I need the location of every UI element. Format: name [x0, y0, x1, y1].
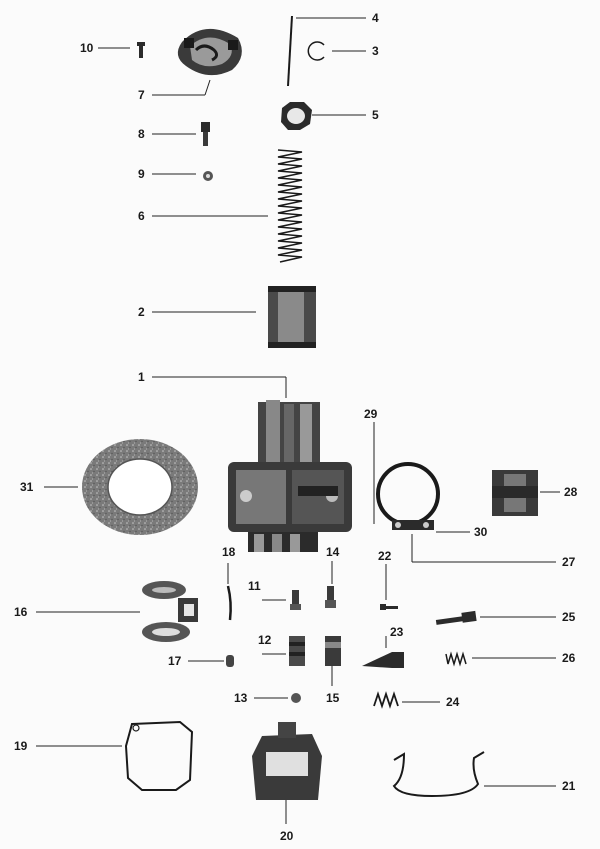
- part-18-wire: [226, 585, 232, 621]
- callout-12: 12: [258, 633, 272, 647]
- callout-22: 22: [378, 549, 392, 563]
- callout-30: 30: [474, 525, 488, 539]
- callout-20: 20: [280, 829, 294, 843]
- gasket-hole: [132, 724, 140, 732]
- part-16-float: [142, 581, 198, 642]
- part-9-nut: [203, 171, 213, 181]
- part-11-jet: [290, 590, 301, 610]
- callout-18: 18: [222, 545, 236, 559]
- callout-5: 5: [372, 108, 379, 122]
- part-4-needle: [287, 15, 293, 87]
- callout-16: 16: [14, 605, 28, 619]
- callout-19: 19: [14, 739, 28, 753]
- callout-8: 8: [138, 127, 145, 141]
- part-15-holder: [325, 636, 341, 666]
- callout-13: 13: [234, 691, 248, 705]
- callout-29: 29: [364, 407, 378, 421]
- callout-2: 2: [138, 305, 145, 319]
- callout-25: 25: [562, 610, 576, 624]
- part-2-slide: [268, 286, 316, 348]
- callout-9: 9: [138, 167, 145, 181]
- callout-15: 15: [326, 691, 340, 705]
- callout-24: 24: [446, 695, 460, 709]
- callout-10: 10: [80, 41, 94, 55]
- part-29-clamp: [376, 462, 440, 530]
- part-31-gasket: [82, 439, 198, 535]
- callout-23: 23: [390, 625, 404, 639]
- callout-7: 7: [138, 88, 145, 102]
- part-28-adapter: [492, 470, 538, 516]
- callout-31: 31: [20, 480, 34, 494]
- callout-26: 26: [562, 651, 576, 665]
- callout-28: 28: [564, 485, 578, 499]
- part-19-bowl-gasket: [124, 720, 194, 791]
- part-1-carburettor-body: [228, 400, 352, 552]
- callout-11: 11: [248, 579, 261, 593]
- part-7-top-cap: [177, 28, 242, 76]
- part-25-screw: [435, 610, 477, 625]
- part-24-spring: [373, 691, 399, 709]
- part-17-pin: [226, 655, 234, 667]
- callout-1: 1: [138, 370, 145, 384]
- callout-3: 3: [372, 44, 379, 58]
- leader-lines: [36, 17, 560, 824]
- parts: [82, 15, 538, 800]
- part-8-screw: [201, 122, 210, 146]
- part-3-clip: [307, 41, 325, 61]
- part-6-spring: [277, 149, 303, 263]
- callout-labels: 10 7 4 3 5 8 9 6 2 1 31 29 30 27 28 18 1…: [14, 11, 578, 843]
- callout-21: 21: [562, 779, 576, 793]
- part-22-screw: [380, 604, 398, 610]
- part-26-spring: [445, 651, 467, 667]
- part-5-washer: [281, 102, 312, 130]
- callout-27: 27: [562, 555, 576, 569]
- part-12-holder: [289, 636, 305, 666]
- part-21-clip: [392, 751, 485, 798]
- callout-4: 4: [372, 11, 379, 25]
- part-10-screw: [137, 42, 145, 58]
- callout-17: 17: [168, 654, 182, 668]
- part-20-float-bowl: [252, 722, 322, 800]
- part-13-nut: [291, 693, 301, 703]
- callout-6: 6: [138, 209, 145, 223]
- part-23-screw: [362, 652, 404, 668]
- callout-14: 14: [326, 545, 340, 559]
- part-14-jet: [325, 586, 336, 608]
